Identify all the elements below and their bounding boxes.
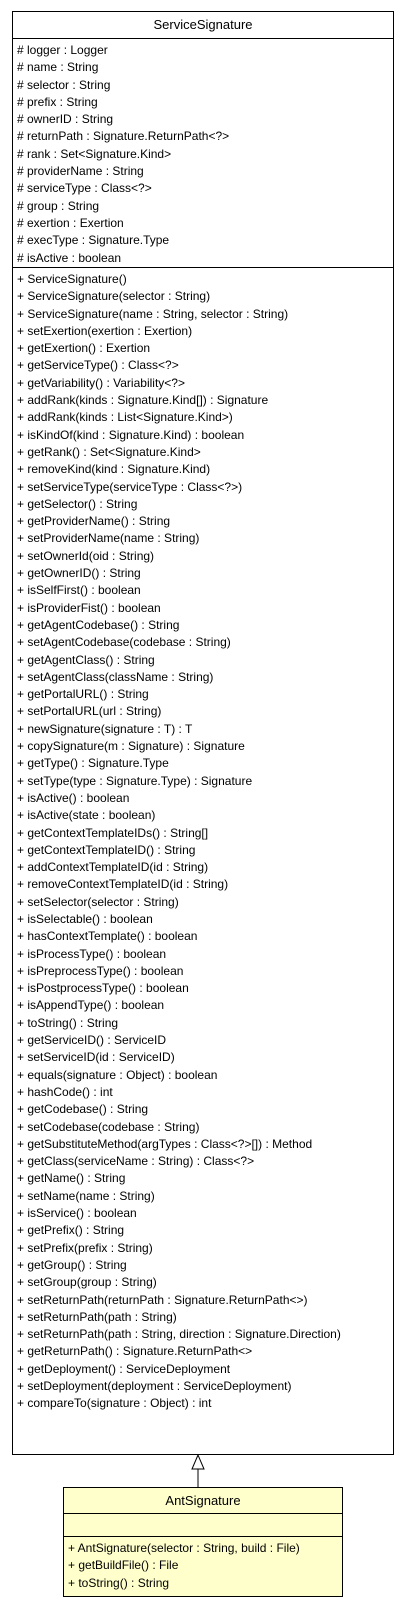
operation: + getExertion() : Exertion (17, 341, 151, 356)
class-name-ant-signature: AntSignature (165, 1493, 241, 1508)
class-service-signature[interactable]: ServiceSignature # logger : Logger # name… (12, 11, 394, 1455)
operation: + getAgentClass() : String (17, 652, 155, 667)
operation: + hasContextTemplate() : boolean (17, 929, 198, 944)
operation: + isService() : boolean (17, 1206, 137, 1221)
attribute: # ownerID : String (17, 112, 114, 127)
operation: + addRank(kinds : List<Signature.Kind>) (17, 410, 233, 425)
operation: + getVariability() : Variability<?> (17, 375, 185, 390)
operation: + getBuildFile() : File (68, 1558, 179, 1573)
operation: + setDeployment(deployment : ServiceDepl… (17, 1379, 292, 1393)
operation: + setReturnPath(returnPath : Signature.R… (17, 1292, 308, 1307)
operations-section: + AntSignature(selector : String, build … (64, 1536, 342, 1592)
operation: + ServiceSignature(selector : String) (17, 289, 211, 304)
attribute: # isActive : boolean (17, 250, 122, 265)
operation: + setServiceID(id : ServiceID) (17, 1050, 175, 1065)
operation: + isAppendType() : boolean (17, 998, 165, 1013)
operation: + setType(type : Signature.Type) : Signa… (17, 773, 253, 788)
operation: + getOwnerID() : String (17, 566, 141, 581)
operation: + setName(name : String) (17, 1188, 155, 1203)
operation: + setProviderName(name : String) (17, 531, 200, 546)
operation: + getSelector() : String (17, 496, 138, 511)
operation: + ServiceSignature() (17, 272, 127, 286)
operation: + setAgentCodebase(codebase : String) (17, 635, 231, 650)
operation: + getContextTemplateIDs() : String[] (17, 825, 209, 840)
attribute: # name : String (17, 60, 99, 75)
attribute: # exertion : Exertion (17, 215, 124, 230)
attribute: # providerName : String (17, 164, 144, 179)
operation: + setCodebase(codebase : String) (17, 1119, 200, 1134)
operation: + getName() : String (17, 1171, 126, 1186)
operation: + isActive(state : boolean) (17, 808, 156, 823)
operation: + toString() : String (68, 1575, 170, 1590)
operation: + getProviderName() : String (17, 514, 171, 529)
operation: + getCodebase() : String (17, 1102, 149, 1117)
operation: + hashCode() : int (17, 1084, 113, 1099)
operation: + isSelectable() : boolean (17, 911, 153, 926)
attribute: # returnPath : Signature.ReturnPath<?> (17, 129, 230, 144)
operation: + compareTo(signature : Object) : int (17, 1396, 212, 1411)
operation: + isSelfFirst() : boolean (17, 583, 141, 598)
operation: + setPortalURL(url : String) (17, 704, 162, 719)
operation: + isActive() : boolean (17, 790, 130, 805)
operation: + getSubstituteMethod(argTypes : Class<?… (17, 1136, 313, 1151)
attribute: # logger : Logger (17, 43, 108, 57)
operation: + addRank(kinds : Signature.Kind[]) : Si… (17, 393, 269, 408)
operation: + copySignature(m : Signature) : Signatu… (17, 739, 245, 754)
operation: + getGroup() : String (17, 1257, 127, 1272)
operation: + setExertion(exertion : Exertion) (17, 323, 193, 338)
attribute: # prefix : String (17, 94, 98, 109)
operation: + setOwnerId(oid : String) (17, 548, 155, 563)
operation: + setReturnPath(path : String) (17, 1309, 177, 1324)
operation: + equals(signature : Object) : boolean (17, 1067, 218, 1082)
operation: + removeKind(kind : Signature.Kind) (17, 462, 211, 477)
operation: + setSelector(selector : String) (17, 894, 179, 909)
operation: + isProviderFist() : boolean (17, 600, 161, 615)
operation: + isKindOf(kind : Signature.Kind) : bool… (17, 427, 245, 442)
operation: + addContextTemplateID(id : String) (17, 860, 209, 875)
class-name-service-signature: ServiceSignature (153, 17, 253, 32)
operation: + setReturnPath(path : String, direction… (17, 1327, 341, 1342)
operation: + setServiceType(serviceType : Class<?>) (17, 479, 243, 494)
operation: + getAgentCodebase() : String (17, 617, 180, 632)
attributes-section (64, 1513, 342, 1536)
operation: + removeContextTemplateID(id : String) (17, 877, 229, 892)
operation: + getDeployment() : ServiceDeployment (17, 1361, 231, 1376)
operation: + newSignature(signature : T) : T (17, 721, 193, 736)
operation: + getServiceID() : ServiceID (17, 1033, 167, 1048)
attributes-section: # logger : Logger # name : String # select… (13, 38, 393, 267)
attribute: # execType : Signature.Type (17, 233, 170, 248)
operation: + ServiceSignature(name : String, select… (17, 306, 289, 321)
operation: + getType() : Signature.Type (17, 756, 169, 771)
operation: + getServiceType() : Class<?> (17, 358, 179, 373)
operation: + toString() : String (17, 1015, 119, 1030)
operation: + setGroup(group : String) (17, 1275, 157, 1290)
operation: + getContextTemplateID() : String (17, 842, 196, 857)
class-ant-signature[interactable]: AntSignature + AntSignature(selector : S… (63, 1487, 343, 1597)
generalization-arrowhead (191, 1453, 205, 1470)
operation: + AntSignature(selector : String, build … (68, 1541, 300, 1555)
operation: + getReturnPath() : Signature.ReturnPath… (17, 1344, 253, 1359)
operation: + setAgentClass(className : String) (17, 669, 214, 684)
attribute: # rank : Set<Signature.Kind> (17, 146, 172, 161)
attribute: # selector : String (17, 77, 111, 92)
attribute: # group : String (17, 198, 100, 213)
operations-section: + ServiceSignature() + ServiceSignature(s… (13, 267, 393, 1413)
operation: + isProcessType() : boolean (17, 946, 167, 961)
operation: + isPreprocessType() : boolean (17, 963, 184, 978)
operation: + getPortalURL() : String (17, 687, 149, 702)
operation: + getRank() : Set<Signature.Kind> (17, 444, 201, 459)
attribute: # serviceType : Class<?> (17, 181, 152, 196)
operation: + setPrefix(prefix : String) (17, 1240, 153, 1255)
operation: + getPrefix() : String (17, 1223, 125, 1238)
operation: + isPostprocessType() : boolean (17, 981, 189, 996)
operation: + getClass(serviceName : String) : Class… (17, 1154, 255, 1169)
